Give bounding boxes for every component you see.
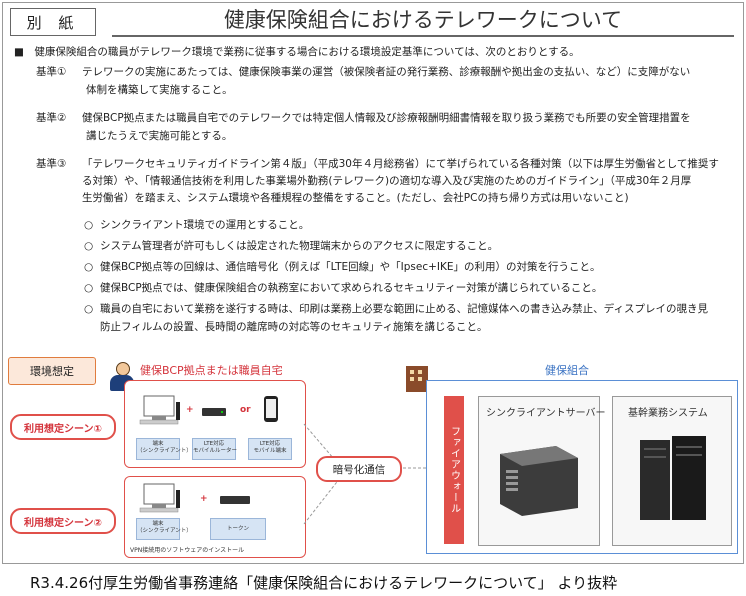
- bcp-label: 健保BCP拠点または職員自宅: [140, 364, 283, 377]
- bullet-line: シンクライアント環境での運用とすること。: [100, 219, 310, 231]
- criterion-line: テレワークの実施にあたっては、健康保険事業の運営（被保険者証の発行業務、診療報酬…: [82, 66, 691, 78]
- pc-icon: [139, 395, 180, 425]
- scene-2-devices: [139, 483, 250, 513]
- phone-icon: [264, 396, 278, 422]
- pc-icon: [139, 483, 180, 513]
- criterion-label: 基準③: [36, 158, 67, 170]
- scene-2-badge: 利用想定シーン②: [10, 508, 116, 534]
- bullet-line: 職員の自宅において業務を遂行する時は、印刷は業務上必要な範囲に止める、記憶媒体へ…: [100, 303, 708, 315]
- source-caption: R3.4.26付厚生労働省事務連絡「健康保険組合におけるテレワークについて」 よ…: [30, 574, 618, 592]
- page-title: 健康保険組合におけるテレワークについて: [112, 5, 734, 37]
- criterion-line: 健保BCP拠点または職員自宅でのテレワークでは特定個人情報及び診療報酬明細書情報…: [82, 112, 691, 124]
- plus-sign: +: [200, 494, 208, 504]
- bullet-line: システム管理者が許可もしくは設定された物理端末からのアクセスに限定すること。: [100, 240, 499, 252]
- lte-router-label: LTE対応 モバイルルーター: [192, 438, 237, 460]
- thin-client-server-title: シンクライアントサーバー: [486, 408, 606, 419]
- criterion-2: 基準② 健保BCP拠点または職員自宅でのテレワークでは特定個人情報及び診療報酬明…: [36, 110, 736, 144]
- vpn-note: VPN接続用のソフトウェアのインストール: [130, 547, 245, 554]
- scene-2-box: [124, 476, 306, 558]
- criterion-line: 講じたうえで実施可能とする。: [86, 130, 233, 142]
- intro-text: ■ 健康保険組合の職員がテレワーク環境で業務に従事する場合における環境設定基準に…: [14, 46, 580, 58]
- circle-bullet-icon: ○: [84, 219, 94, 231]
- firewall-bar: ファイアウォール: [444, 396, 464, 544]
- circle-bullet-icon: ○: [84, 282, 94, 294]
- token-icon: [220, 496, 250, 504]
- environment-tag: 環境想定: [8, 357, 96, 385]
- mainframe-icon: [640, 436, 706, 520]
- circle-bullet-icon: ○: [84, 240, 94, 252]
- lte-device-label: LTE対応 モバイル端末: [248, 438, 292, 460]
- plus-sign: +: [186, 405, 194, 415]
- circle-bullet-icon: ○: [84, 261, 94, 273]
- criterion-line: 「テレワークセキュリティガイドライン第４版」（平成30年４月総務省）にて挙げられ…: [82, 158, 719, 170]
- circle-bullet-icon: ○: [84, 303, 94, 315]
- bullet-line: 健保BCP拠点等の回線は、通信暗号化（例えば「LTE回線」や「Ipsec+IKE…: [100, 261, 601, 273]
- bullet-line: 防止フィルムの設置、長時間の離席時の対応等のセキュリティ施策を講じること。: [100, 321, 488, 333]
- or-sign: or: [240, 405, 251, 415]
- union-label: 健保組合: [545, 364, 589, 377]
- criterion-line: る対策）や、「情報通信技術を利用した事業場外勤務(テレワーク)の適切な導入及び実…: [82, 175, 692, 187]
- scene-1-devices: [139, 395, 278, 425]
- router-icon: [202, 408, 226, 416]
- criterion-line: 体制を構築して実施すること。: [86, 84, 233, 96]
- criterion-3: 基準③ 「テレワークセキュリティガイドライン第４版」（平成30年４月総務省）にて…: [36, 156, 736, 210]
- building-icon: [406, 366, 428, 392]
- core-system-title: 基幹業務システム: [628, 408, 708, 419]
- bullet-line: 健保BCP拠点では、健康保険組合の執務室において求められるセキュリティー対策が講…: [100, 282, 603, 294]
- document-frame: [2, 2, 744, 564]
- user-icon: [116, 362, 130, 376]
- criterion-label: 基準①: [36, 66, 67, 78]
- criterion-line: 生労働省）を踏まえ、システム環境や各種規程の整備をすること。(ただし、会社PCの…: [82, 192, 629, 204]
- thin-client-label: 端末 （シンクライアント）: [136, 518, 192, 540]
- appendix-tag: 別 紙: [10, 8, 96, 36]
- thin-client-label: 端末 （シンクライアント）: [136, 438, 192, 460]
- encrypted-communication-badge: 暗号化通信: [316, 456, 402, 482]
- criterion-1: 基準① テレワークの実施にあたっては、健康保険事業の運営（被保険者証の発行業務、…: [36, 64, 736, 98]
- server-icon: [500, 446, 578, 516]
- criterion-label: 基準②: [36, 112, 67, 124]
- scene-1-badge: 利用想定シーン①: [10, 414, 116, 440]
- token-label: トークン: [210, 518, 266, 540]
